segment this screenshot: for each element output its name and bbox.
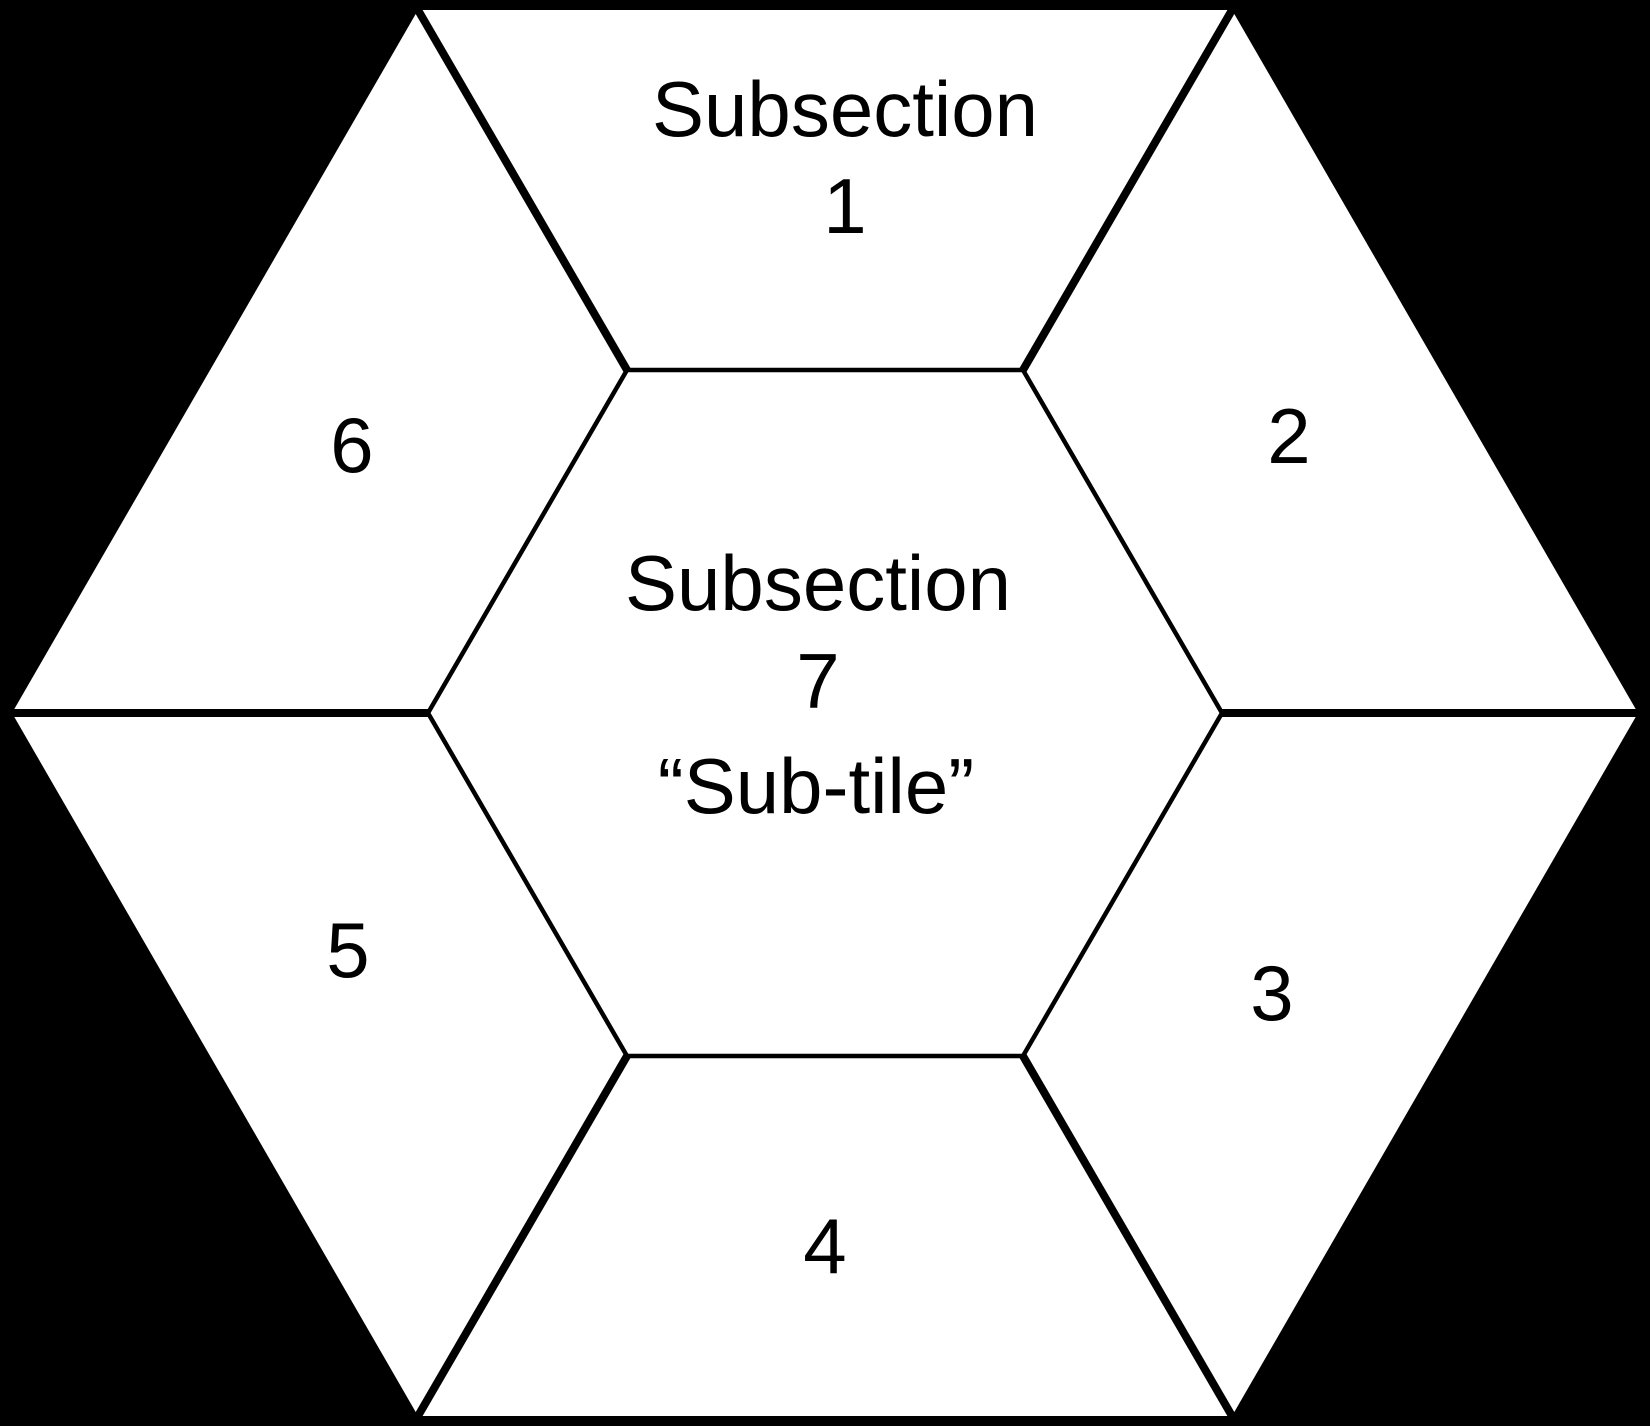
section-6-label: 6 (330, 401, 373, 489)
center-tile-label-line-2: 7 (796, 637, 839, 725)
center-tile-border (425, 367, 1225, 1059)
divider-top-right (1019, 7, 1236, 373)
center-tile-label-line-3: “Sub-tile” (658, 742, 974, 830)
section-1-label-line-2: 1 (823, 162, 866, 250)
center-tile-label-line-1: Subsection (625, 539, 1011, 627)
divider-top-left (414, 7, 631, 373)
divider-bottom-right (1019, 1053, 1236, 1419)
section-2-label: 2 (1267, 392, 1310, 480)
section-3-label: 3 (1250, 949, 1293, 1037)
section-5-label: 5 (326, 906, 369, 994)
outer-hexagon (12, 10, 1638, 1416)
section-1-label-line-1: Subsection (652, 65, 1038, 153)
section-4-label: 4 (803, 1202, 846, 1290)
divider-bottom-left (414, 1053, 631, 1419)
